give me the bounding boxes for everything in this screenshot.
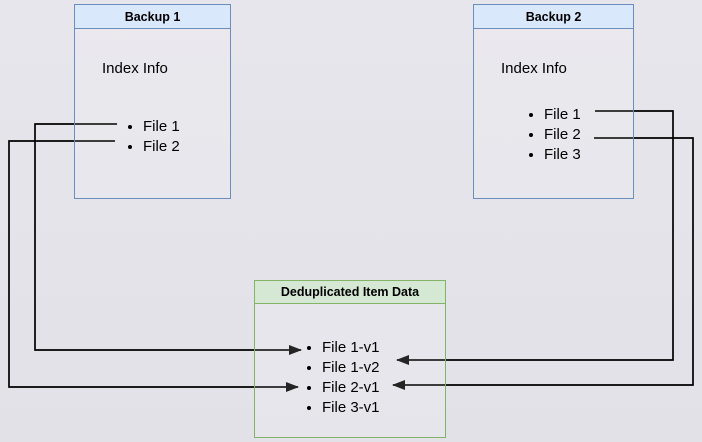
dedup-title: Deduplicated Item Data bbox=[280, 285, 420, 299]
backup1-file-list: File 1 File 2 bbox=[75, 117, 180, 157]
dedup-item-file-3-v1: File 3-v1 bbox=[322, 398, 380, 418]
dedup-file-list: File 1-v1 File 1-v2 File 2-v1 File 3-v1 bbox=[255, 338, 380, 418]
backup2-title: Backup 2 bbox=[525, 9, 582, 24]
backup2-file-list: File 1 File 2 File 3 bbox=[474, 105, 581, 165]
backup2-item-file-2: File 2 bbox=[544, 125, 581, 145]
backup2-box: Backup 2 Index Info File 1 File 2 File 3 bbox=[473, 4, 634, 199]
backup1-title: Backup 1 bbox=[124, 9, 181, 24]
backup2-item-file-1: File 1 bbox=[544, 105, 581, 125]
backup1-box: Backup 1 Index Info File 1 File 2 bbox=[74, 4, 231, 199]
backup2-header: Backup 2 bbox=[474, 5, 633, 29]
backup1-item-file-2: File 2 bbox=[143, 137, 180, 157]
backup1-index-info-label: Index Info bbox=[102, 60, 168, 77]
dedup-item-file-1-v2: File 1-v2 bbox=[322, 358, 380, 378]
backup1-header: Backup 1 bbox=[75, 5, 230, 29]
dedup-header: Deduplicated Item Data bbox=[255, 281, 445, 304]
dedup-item-file-1-v1: File 1-v1 bbox=[322, 338, 380, 358]
deduplicated-item-data-box: Deduplicated Item Data File 1-v1 File 1-… bbox=[254, 280, 446, 438]
backup2-item-file-3: File 3 bbox=[544, 145, 581, 165]
backup1-item-file-1: File 1 bbox=[143, 117, 180, 137]
dedup-item-file-2-v1: File 2-v1 bbox=[322, 378, 380, 398]
backup2-index-info-label: Index Info bbox=[501, 60, 567, 77]
